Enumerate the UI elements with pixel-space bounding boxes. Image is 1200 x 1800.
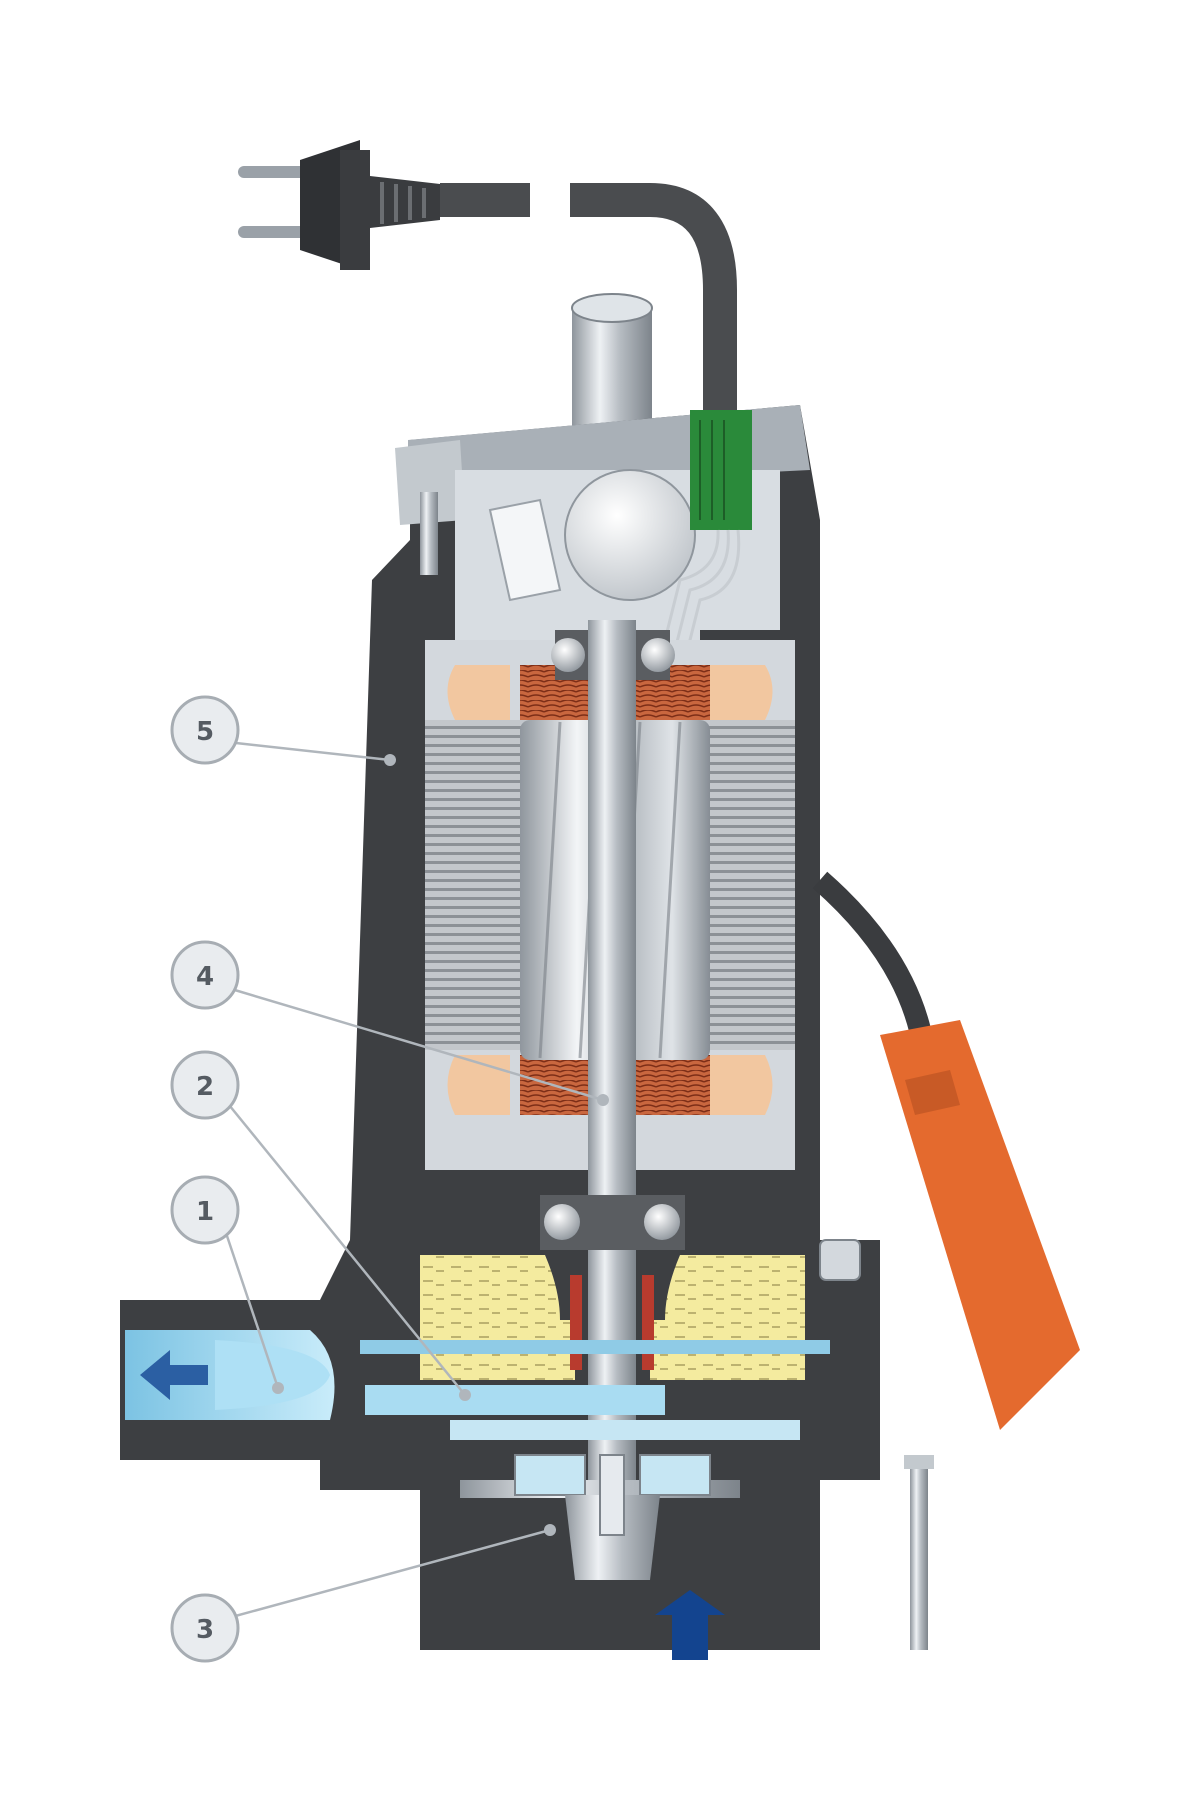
lower-bearing [540,1195,685,1250]
capacitor [564,469,696,601]
arrow-left-icon [140,1350,208,1400]
mechanical-seal [570,1275,582,1370]
terminal-chamber [455,410,780,661]
top-bolt-left [410,478,448,575]
side-bolt [819,1239,861,1281]
bottom-bolt-right [904,1455,934,1650]
callout-1-label: 1 [196,1197,214,1227]
power-plug-icon [238,140,440,270]
top-discharge-stub [571,293,653,430]
callout-3-label: 3 [196,1615,214,1645]
callout-2: 2 [170,1050,240,1120]
cutter-head [565,1454,660,1580]
impeller [460,1454,740,1498]
callout-5: 5 [170,695,240,765]
callout-5-label: 5 [196,717,214,747]
callout-lines [223,741,604,1620]
callout-4-label: 4 [196,962,214,992]
power-cable [440,183,737,410]
callout-2-label: 2 [196,1072,214,1102]
arrow-up-icon [655,1590,725,1660]
discharge-port [125,1330,830,1440]
callout-1: 1 [170,1175,240,1245]
callout-3: 3 [170,1593,240,1663]
float-switch [812,871,1080,1430]
callout-dots [272,754,609,1536]
callout-4: 4 [170,940,240,1010]
shaft [588,620,636,1520]
